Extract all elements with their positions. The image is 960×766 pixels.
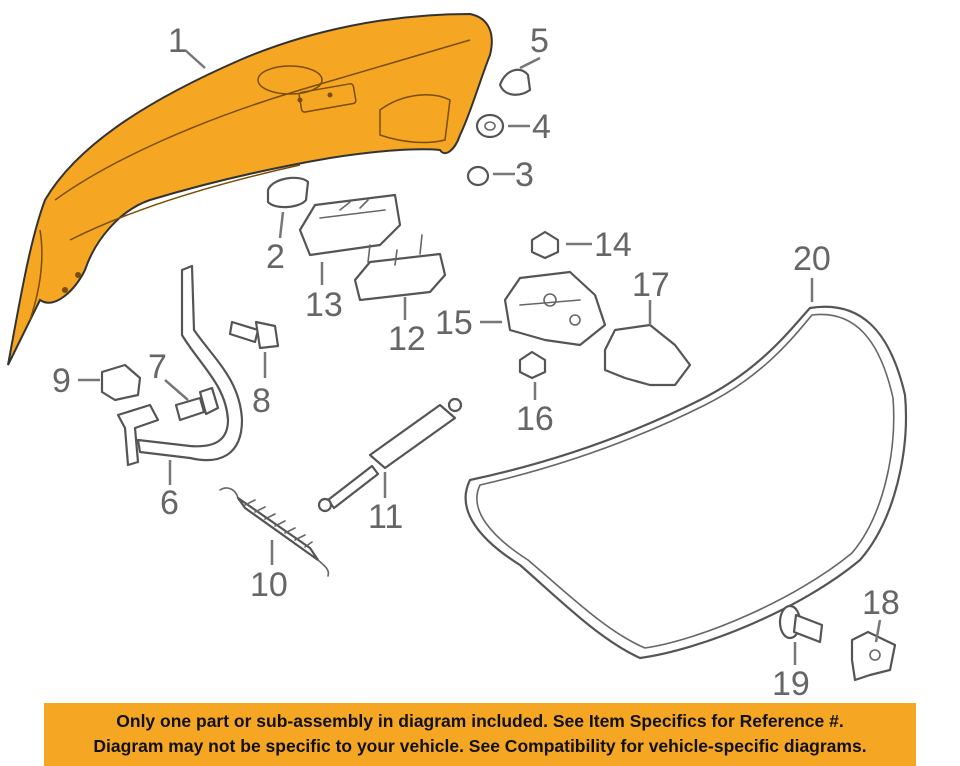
callout-11: 11: [368, 498, 403, 536]
nut-part-14: [530, 230, 560, 260]
callout-4: 4: [532, 108, 551, 146]
button-pad-part-2: [266, 176, 310, 209]
callout-3: 3: [515, 156, 534, 194]
callout-13: 13: [305, 286, 343, 324]
leader-line-1: [184, 49, 206, 69]
leader-line-5: [519, 56, 541, 70]
callout-15: 15: [435, 304, 473, 342]
disclaimer-banner: Only one part or sub-assembly in diagram…: [44, 703, 916, 766]
bolt-part-8: [228, 320, 280, 350]
bumper-part-17: [603, 323, 692, 387]
release-switch-part-12: [353, 234, 447, 302]
callout-17: 17: [632, 266, 670, 304]
switch-housing-part-13: [298, 193, 402, 257]
callout-7: 7: [148, 348, 167, 386]
callout-6: 6: [160, 484, 179, 522]
cap-part-9: [100, 363, 142, 402]
callout-12: 12: [388, 320, 426, 358]
leader-line-18: [874, 619, 882, 643]
bumper-part-19: [778, 604, 824, 644]
callout-16: 16: [516, 400, 554, 438]
bracket-part-18: [850, 630, 897, 682]
callout-10: 10: [250, 566, 288, 604]
latch-part-15: [503, 270, 607, 347]
callout-2: 2: [266, 238, 285, 276]
cap-part-5: [498, 68, 532, 96]
trunk-lid-part: [7, 12, 493, 366]
bolt-part-7: [174, 386, 220, 422]
callout-20: 20: [793, 240, 831, 278]
spring-part-10: [219, 487, 330, 577]
weatherstrip-part-20: [464, 305, 908, 660]
callout-18: 18: [862, 584, 900, 622]
plug-part-3: [466, 165, 490, 187]
disclaimer-line-1: Only one part or sub-assembly in diagram…: [116, 711, 844, 731]
callout-8: 8: [252, 382, 271, 420]
strut-part-11: [317, 397, 463, 513]
nut-part-16: [518, 350, 547, 380]
hinge-part-6: [116, 264, 244, 467]
callout-14: 14: [594, 226, 632, 264]
callout-9: 9: [52, 362, 71, 400]
disclaimer-line-2: Diagram may not be specific to your vehi…: [93, 736, 867, 756]
callout-19: 19: [772, 665, 810, 700]
callout-5: 5: [530, 22, 549, 60]
exploded-parts-diagram: 1 5 4 3 2 13 12 14 15 16: [7, 12, 908, 700]
grommet-part-4: [475, 113, 505, 139]
leader-line-7: [164, 379, 189, 401]
callout-1: 1: [168, 22, 187, 60]
leader-line-2: [278, 211, 285, 239]
